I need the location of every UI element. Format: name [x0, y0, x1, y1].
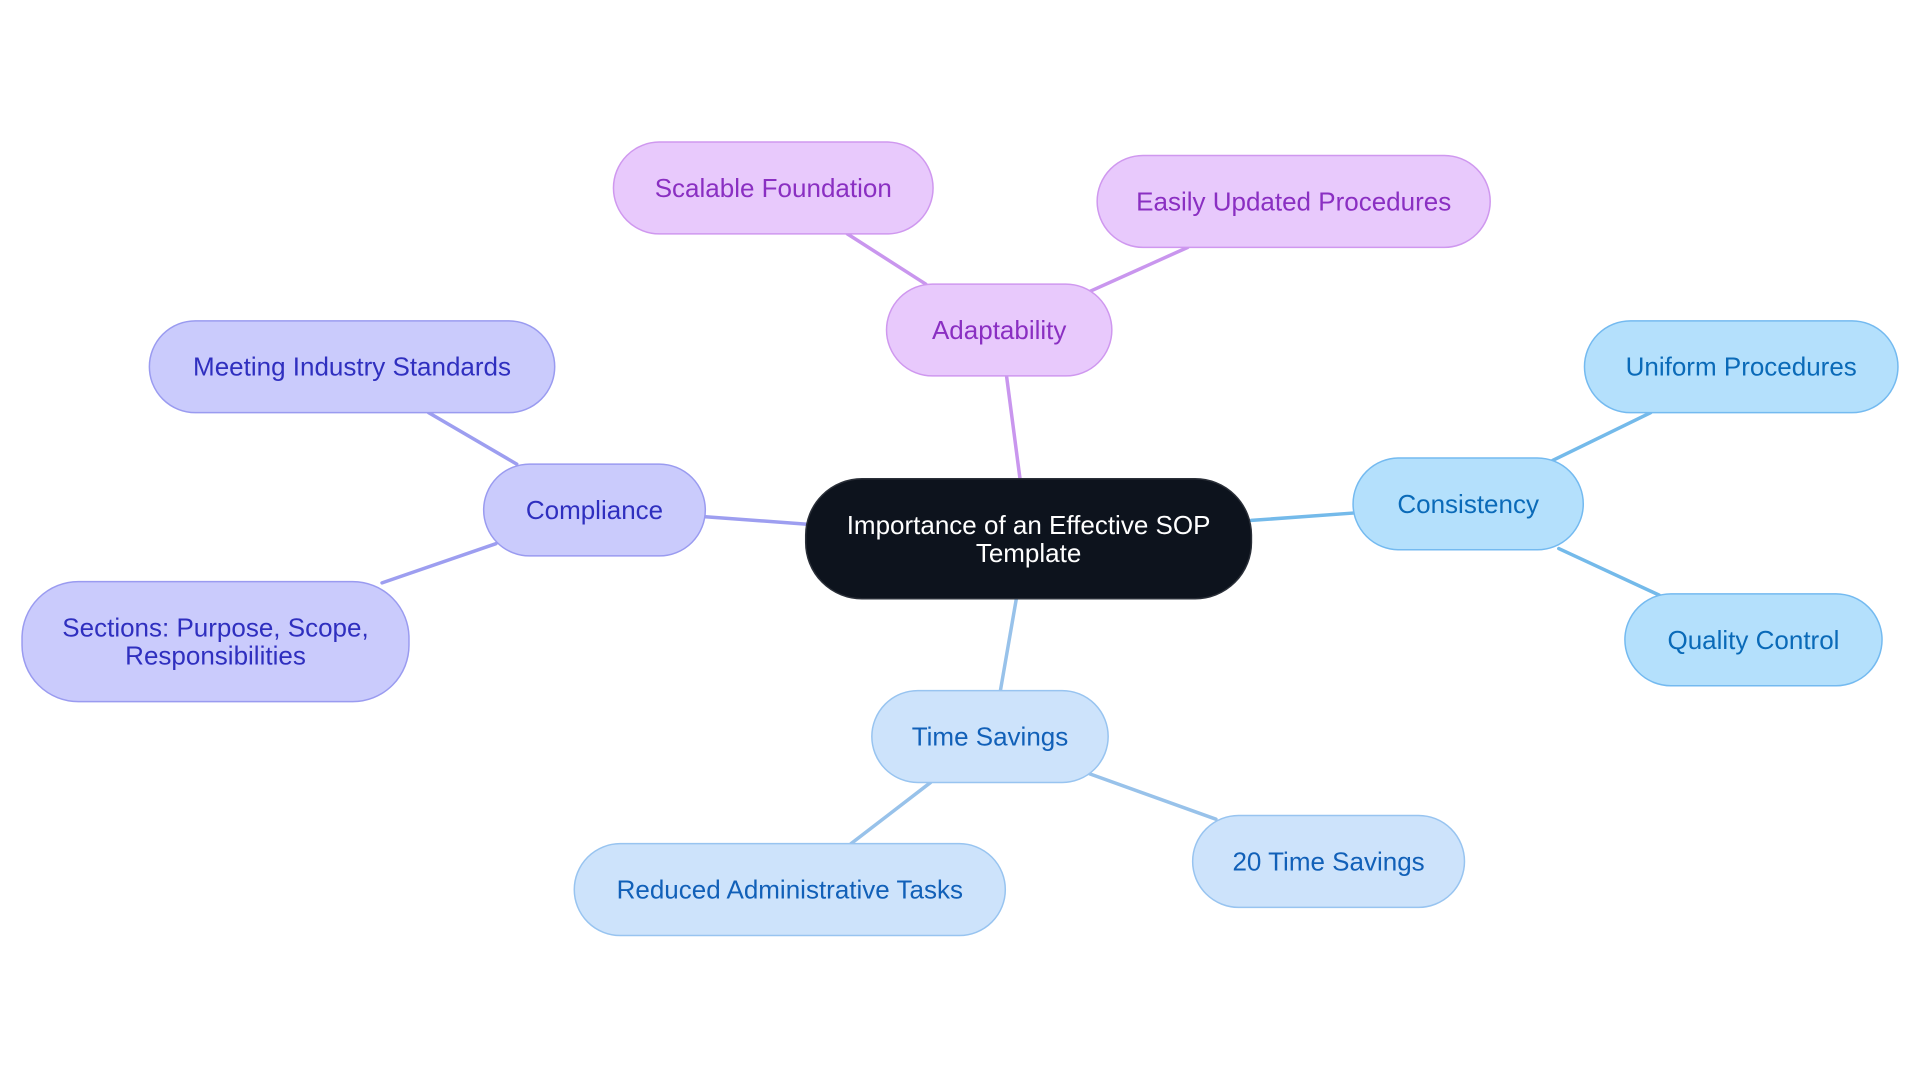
- edge-compliance-to-sections-purpose-scope-responsibilities: [380, 541, 498, 585]
- branch-node-consistency[interactable]: Consistency: [1352, 457, 1585, 551]
- leaf-node-reduced-administrative-tasks-shape: [573, 842, 1007, 937]
- branch-node-compliance-label: Compliance: [526, 495, 663, 525]
- edge-root-to-consistency: [1249, 511, 1355, 523]
- branch-node-time-savings-label: Time Savings: [912, 722, 1069, 752]
- root-node-shape: [804, 478, 1253, 600]
- leaf-node-scalable-foundation[interactable]: Scalable Foundation: [612, 141, 934, 235]
- leaf-node-quality-control[interactable]: Quality Control: [1624, 593, 1883, 687]
- leaf-node-meeting-industry-standards-label: Meeting Industry Standards: [193, 352, 511, 382]
- branch-node-adaptability-label: Adaptability: [932, 315, 1066, 345]
- leaf-node-20-time-savings-shape: [1191, 814, 1466, 909]
- leaf-node-scalable-foundation-label: Scalable Foundation: [655, 173, 892, 203]
- edge-root-to-adaptability: [1004, 374, 1022, 481]
- leaf-node-20-time-savings[interactable]: 20 Time Savings: [1191, 814, 1466, 909]
- edge-adaptability-to-scalable-foundation: [845, 232, 928, 286]
- leaf-node-scalable-foundation-shape: [612, 141, 934, 235]
- edge-compliance-to-meeting-industry-standards: [426, 410, 519, 466]
- branch-node-time-savings[interactable]: Time Savings: [871, 689, 1109, 784]
- leaf-node-easily-updated-procedures-shape: [1096, 154, 1491, 249]
- leaf-node-meeting-industry-standards-shape: [148, 320, 556, 414]
- edges-layer: [380, 232, 1661, 846]
- branch-node-consistency-shape: [1352, 457, 1585, 551]
- edge-adaptability-to-easily-updated-procedures: [1088, 245, 1190, 294]
- edge-root-to-time-savings: [998, 597, 1019, 693]
- leaf-node-uniform-procedures-label: Uniform Procedures: [1626, 352, 1857, 382]
- leaf-node-20-time-savings-label: 20 Time Savings: [1232, 846, 1424, 876]
- edge-time-savings-to-reduced-administrative-tasks: [849, 780, 933, 846]
- root-node-label: Template: [976, 538, 1082, 568]
- leaf-node-sections-purpose-scope-responsibilities-label: Sections: Purpose, Scope,: [62, 613, 368, 643]
- leaf-node-easily-updated-procedures-label: Easily Updated Procedures: [1136, 186, 1451, 216]
- branch-node-time-savings-shape: [871, 689, 1109, 784]
- root-node-label: Importance of an Effective SOP: [847, 510, 1211, 540]
- branch-node-compliance[interactable]: Compliance: [482, 463, 707, 557]
- leaf-node-sections-purpose-scope-responsibilities[interactable]: Sections: Purpose, Scope,Responsibilitie…: [21, 580, 410, 703]
- edge-time-savings-to-20-time-savings: [1088, 772, 1218, 821]
- branch-node-adaptability-shape: [885, 283, 1113, 377]
- leaf-node-uniform-procedures[interactable]: Uniform Procedures: [1583, 320, 1899, 414]
- branch-node-adaptability[interactable]: Adaptability: [885, 283, 1113, 377]
- branch-node-compliance-shape: [482, 463, 707, 557]
- leaf-node-reduced-administrative-tasks[interactable]: Reduced Administrative Tasks: [573, 842, 1007, 937]
- branch-node-consistency-label: Consistency: [1397, 489, 1539, 519]
- leaf-node-uniform-procedures-shape: [1583, 320, 1899, 414]
- leaf-node-quality-control-shape: [1624, 593, 1883, 687]
- edge-consistency-to-quality-control: [1557, 546, 1661, 597]
- edge-consistency-to-uniform-procedures: [1550, 410, 1653, 463]
- leaf-node-easily-updated-procedures[interactable]: Easily Updated Procedures: [1096, 154, 1491, 249]
- leaf-node-sections-purpose-scope-responsibilities-shape: [21, 580, 410, 703]
- leaf-node-sections-purpose-scope-responsibilities-label: Responsibilities: [125, 641, 306, 671]
- leaf-node-reduced-administrative-tasks-label: Reduced Administrative Tasks: [617, 875, 963, 905]
- leaf-node-quality-control-label: Quality Control: [1667, 625, 1839, 655]
- leaf-node-meeting-industry-standards[interactable]: Meeting Industry Standards: [148, 320, 556, 414]
- edge-root-to-compliance: [703, 514, 808, 526]
